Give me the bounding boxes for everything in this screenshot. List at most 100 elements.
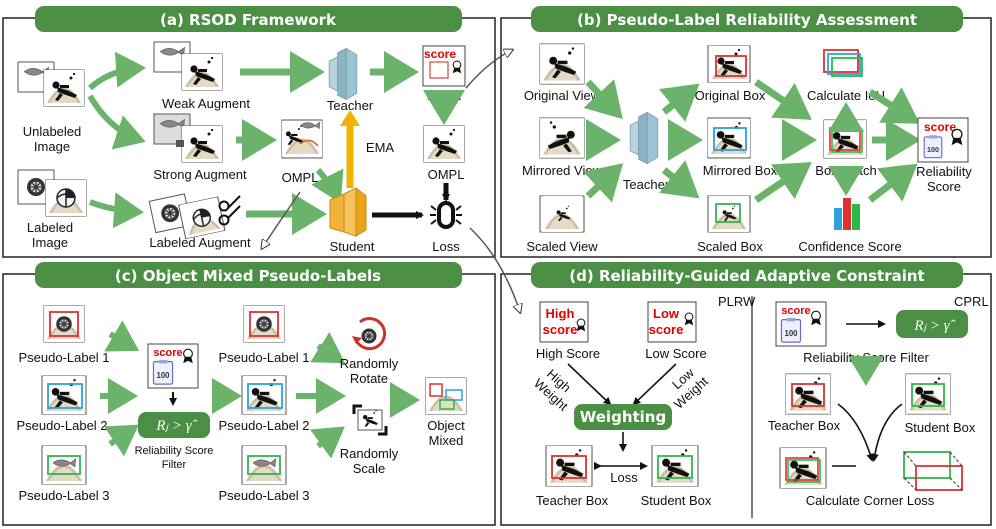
calculate-corner-loss-label: Calculate Corner Loss bbox=[806, 493, 935, 508]
box-match-thumb bbox=[823, 119, 867, 159]
pseudo-label-2-right-thumb bbox=[241, 375, 287, 415]
pseudo-label-1-left-thumb bbox=[43, 305, 85, 343]
calculate-iou-label: Calculate IoU bbox=[807, 88, 885, 103]
mirrored-box-thumb bbox=[707, 117, 751, 159]
d-filter-formula: Rⱼ > γ̂ bbox=[913, 318, 955, 334]
weak-augment-label: Weak Augment bbox=[162, 96, 250, 111]
randomly-scale-label-2: Scale bbox=[353, 461, 386, 476]
object-mixed-thumb bbox=[425, 377, 467, 415]
arrow-scaled-to-teacher bbox=[583, 163, 624, 203]
original-box-thumb bbox=[707, 45, 751, 83]
ompl-right-label: OMPL bbox=[428, 167, 465, 182]
arrow-original-to-teacher bbox=[583, 79, 623, 120]
reliability-score-icon: score bbox=[917, 117, 969, 163]
arrow-teacher-to-scaled-box bbox=[659, 160, 700, 199]
reliability-score-badge: score bbox=[924, 120, 956, 134]
teacher-box-left-thumb bbox=[545, 445, 593, 487]
cprl-label: CPRL bbox=[954, 294, 989, 309]
arrow-to-weak bbox=[87, 51, 146, 91]
weighting-label: Weighting bbox=[580, 408, 666, 426]
mirrored-view-thumb bbox=[539, 117, 585, 159]
ompl-left-label: OMPL bbox=[282, 170, 319, 185]
d-loss-label: Loss bbox=[610, 470, 638, 485]
pseudo-label-2-left-thumb bbox=[41, 375, 87, 415]
mirrored-box-label: Mirrored Box bbox=[703, 163, 778, 178]
c-filter-formula: Rⱼ > γ̂ bbox=[155, 418, 197, 434]
student-box-left-label: Student Box bbox=[641, 493, 712, 508]
original-view-thumb bbox=[539, 43, 585, 85]
arrow-iou-to-reliability bbox=[868, 87, 920, 124]
corner-loss-diagram bbox=[903, 451, 963, 491]
arrow-confidence-to-reliability bbox=[867, 163, 918, 203]
corner-loss-left-thumb bbox=[779, 447, 827, 489]
unlabeled-image-label-2: Image bbox=[34, 139, 70, 154]
ompl-left-thumb bbox=[281, 119, 323, 159]
plra-score-badge: score bbox=[424, 47, 456, 61]
arrow-ompl-to-panel-c bbox=[262, 191, 301, 248]
strong-augment-thumb bbox=[153, 113, 223, 163]
object-mixed-label-2: Mixed bbox=[429, 433, 464, 448]
pseudo-label-1-right: Pseudo-Label 1 bbox=[218, 350, 309, 365]
d-filter-box bbox=[896, 310, 968, 338]
low-score-badge-icon: Low score bbox=[647, 301, 697, 343]
arrow-to-strong bbox=[87, 94, 146, 150]
randomly-rotate-label-1: Randomly bbox=[340, 356, 399, 371]
student-label: Student bbox=[330, 239, 375, 254]
cprl-score-card-icon: score bbox=[775, 301, 827, 347]
weighting-box bbox=[574, 404, 672, 430]
unlabeled-image-thumb bbox=[17, 61, 85, 107]
arrow-teacher-to-corner bbox=[837, 403, 875, 462]
loss-icon bbox=[430, 201, 462, 229]
object-mixed-label-1: Object bbox=[427, 418, 465, 433]
pseudo-label-3-right-thumb bbox=[241, 445, 287, 485]
panel-c-header bbox=[35, 262, 462, 288]
pseudo-label-2-right: Pseudo-Label 2 bbox=[218, 418, 309, 433]
panel-d-title: (d) Reliability-Guided Adaptive Constrai… bbox=[569, 267, 924, 285]
scale-icon bbox=[352, 404, 388, 436]
teacher-box-right-thumb bbox=[785, 373, 831, 415]
randomly-scale-label-1: Randomly bbox=[340, 446, 399, 461]
high-score-badge-1: High bbox=[546, 306, 575, 321]
student-network-icon bbox=[329, 186, 367, 237]
confidence-score-icon bbox=[834, 198, 860, 230]
reliability-score-label-1: Reliability bbox=[916, 164, 972, 179]
rotate-icon bbox=[352, 317, 387, 350]
loss-label: Loss bbox=[432, 239, 460, 254]
arrow-original-box-to-match bbox=[754, 79, 812, 120]
strong-augment-label: Strong Augment bbox=[153, 167, 247, 182]
scaled-box-thumb bbox=[707, 195, 751, 233]
scaled-view-thumb bbox=[539, 195, 585, 233]
high-score-label: High Score bbox=[536, 346, 600, 361]
panel-a-title: (a) RSOD Framework bbox=[160, 11, 337, 29]
labeled-image-label-2: Image bbox=[32, 235, 68, 250]
arrow-right-pl3-to-scale bbox=[310, 426, 345, 459]
student-box-left-thumb bbox=[651, 445, 699, 487]
arrow-pl3-to-filter bbox=[104, 424, 139, 457]
ema-label: EMA bbox=[366, 140, 395, 155]
labeled-augment-label: Labeled Augment bbox=[149, 235, 251, 250]
c-score-badge: score bbox=[153, 347, 182, 359]
pseudo-label-3-left-thumb bbox=[41, 445, 87, 485]
arrow-low-to-weighting bbox=[632, 363, 677, 406]
mirrored-view-label: Mirrored View bbox=[522, 163, 603, 178]
teacher-label: Teacher bbox=[327, 98, 374, 113]
b-teacher-label: Teacher bbox=[623, 177, 670, 192]
panel-b-header bbox=[531, 6, 963, 32]
c-filter-caption-2: Filter bbox=[162, 459, 187, 471]
teacher-box-right-label: Teacher Box bbox=[768, 418, 841, 433]
panel-a-header bbox=[35, 6, 462, 32]
ompl-right-thumb bbox=[423, 125, 465, 163]
cprl-score-badge: score bbox=[781, 305, 810, 317]
teacher-network-icon bbox=[328, 48, 358, 100]
scaled-view-label: Scaled View bbox=[526, 239, 598, 254]
confidence-score-label: Confidence Score bbox=[798, 239, 901, 254]
calculate-iou-icon bbox=[823, 49, 863, 77]
arrow-loss-to-panel-d bbox=[469, 227, 520, 312]
arrow-to-labeled-augment bbox=[88, 192, 144, 229]
labeled-augment-thumb bbox=[148, 193, 226, 240]
panel-d-header bbox=[531, 262, 963, 288]
randomly-rotate-label-2: Rotate bbox=[350, 371, 388, 386]
arrow-plra-to-panel-b bbox=[465, 50, 512, 89]
pseudo-label-1-right-thumb bbox=[243, 305, 285, 343]
